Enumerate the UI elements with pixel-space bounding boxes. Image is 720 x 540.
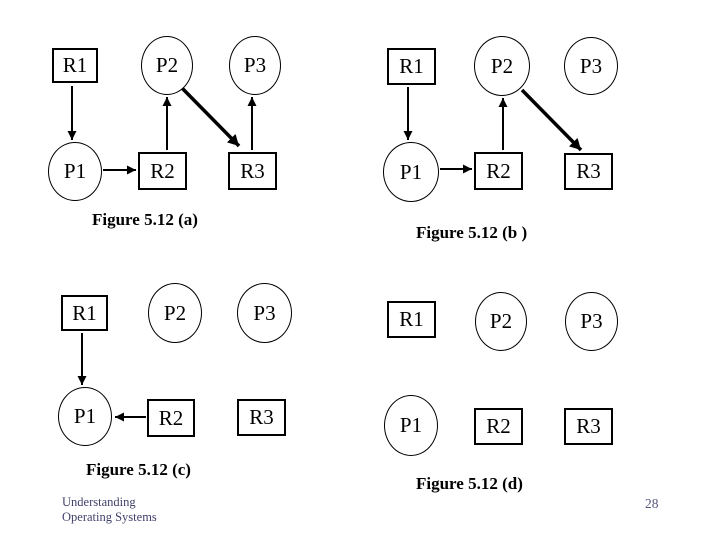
node-label: R3 (576, 159, 601, 183)
figure-caption-c: Figure 5.12 (c) (86, 460, 191, 479)
node-d-R1-rect: R1 (387, 301, 436, 338)
node-label: P3 (253, 300, 276, 325)
node-c-R3-rect: R3 (237, 399, 286, 436)
page-number: 28 (645, 496, 659, 511)
node-label: R2 (486, 158, 511, 183)
node-label: P2 (163, 300, 187, 325)
node-a-R1-rect: R1 (52, 48, 98, 83)
node-label: R1 (62, 53, 88, 77)
node-label: R3 (576, 414, 601, 438)
node-b-P1-ellipse: P1 (383, 142, 439, 202)
footer-line1: Understanding (62, 495, 136, 509)
node-b-R2-rect: R2 (474, 152, 523, 190)
figure-caption-d: Figure 5.12 (d) (416, 474, 523, 493)
node-c-P2-ellipse: P2 (148, 283, 202, 343)
arrow-a-P2-to-R3 (179, 85, 241, 148)
node-c-P3-ellipse: P3 (237, 283, 292, 343)
node-label: R2 (158, 405, 184, 430)
node-label: R2 (150, 158, 175, 183)
node-a-R2-rect: R2 (138, 152, 187, 190)
node-label: P1 (399, 413, 423, 437)
node-a-R3-rect: R3 (228, 152, 277, 190)
node-b-R3-rect: R3 (564, 153, 613, 190)
node-label: P2 (490, 53, 514, 78)
node-label: P1 (73, 404, 97, 428)
node-d-P3-ellipse: P3 (565, 292, 618, 351)
figure-caption-a: Figure 5.12 (a) (92, 210, 198, 229)
node-b-R1-rect: R1 (387, 48, 436, 85)
node-label: P2 (155, 53, 179, 77)
node-label: R3 (240, 158, 265, 183)
node-label: P1 (399, 159, 423, 184)
figure-caption-b: Figure 5.12 (b ) (416, 223, 528, 242)
node-d-P2-ellipse: P2 (475, 292, 527, 351)
node-label: P1 (63, 159, 87, 183)
node-c-R1-rect: R1 (61, 295, 108, 331)
node-label: P2 (489, 309, 513, 333)
node-d-R2-rect: R2 (474, 408, 523, 445)
node-d-P1-ellipse: P1 (384, 395, 438, 456)
footer-text: Understanding Operating Systems (62, 495, 157, 526)
node-label: R1 (72, 300, 97, 325)
node-label: R1 (399, 54, 424, 78)
node-label: R2 (486, 414, 511, 438)
node-a-P2-ellipse: P2 (141, 36, 193, 95)
node-a-P1-ellipse: P1 (48, 142, 102, 201)
arrow-b-P2-to-R3 (520, 88, 583, 152)
node-c-P1-ellipse: P1 (58, 387, 112, 446)
node-label: R1 (399, 307, 424, 331)
node-label: P3 (243, 53, 267, 77)
node-b-P2-ellipse: P2 (474, 36, 530, 96)
node-label: P3 (579, 53, 603, 78)
node-label: P3 (580, 309, 603, 333)
node-d-R3-rect: R3 (564, 408, 613, 445)
node-label: R3 (249, 405, 274, 429)
node-c-R2-rect: R2 (147, 399, 195, 437)
footer-line2: Operating Systems (62, 510, 157, 525)
node-b-P3-ellipse: P3 (564, 37, 618, 95)
node-a-P3-ellipse: P3 (229, 36, 281, 95)
